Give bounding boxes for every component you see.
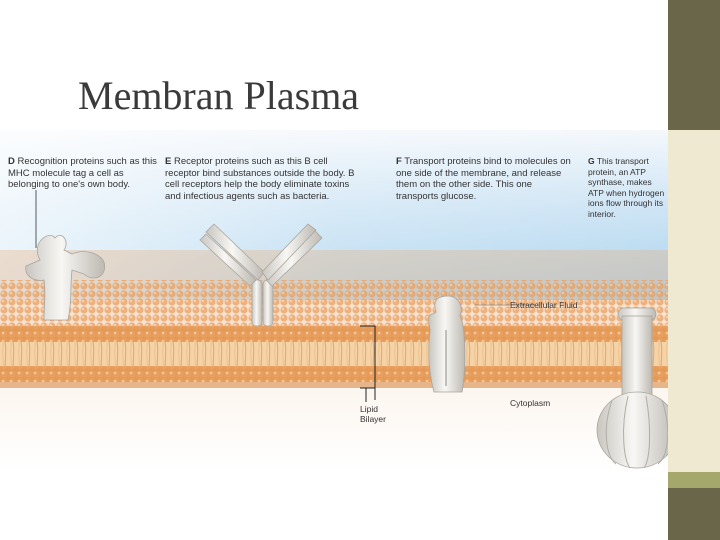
sidebar-middle-band xyxy=(668,130,720,472)
slide-title: Membran Plasma xyxy=(78,73,360,118)
lipid-bilayer-bracket xyxy=(360,325,376,402)
atp-synthase xyxy=(596,307,678,469)
sidebar-top-band xyxy=(668,0,720,130)
sidebar-bottom-band xyxy=(668,488,720,540)
caption-g: G This transport protein, an ATP synthas… xyxy=(588,156,665,219)
membrane-illustration xyxy=(0,130,678,472)
recognition-protein xyxy=(25,190,106,321)
cytoplasm-label: Cytoplasm xyxy=(510,398,551,408)
lipid-bilayer-label: Lipid Bilayer xyxy=(360,404,386,424)
membrane-figure: D Recognition proteins such as this MHC … xyxy=(0,130,678,472)
caption-d: D Recognition proteins such as this MHC … xyxy=(8,156,157,190)
glucose-transporter xyxy=(428,295,466,393)
b-cell-receptor xyxy=(199,223,323,327)
caption-e: E Receptor proteins such as this B cell … xyxy=(165,156,355,202)
extracellular-fluid-label: Extracellular Fluid xyxy=(510,300,578,310)
caption-f: F Transport proteins bind to molecules o… xyxy=(396,156,571,202)
sidebar-accent-band xyxy=(668,472,720,488)
